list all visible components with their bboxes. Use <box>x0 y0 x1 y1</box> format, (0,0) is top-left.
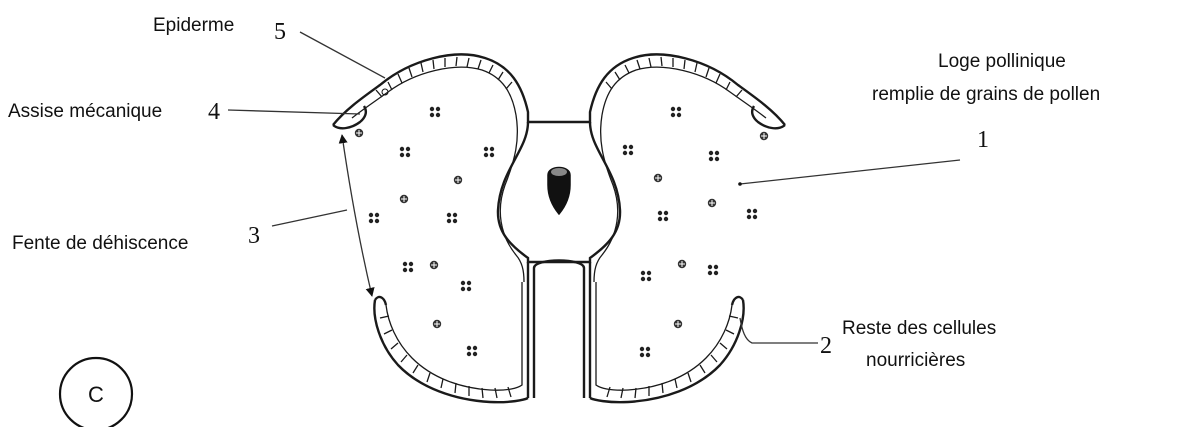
label-assise-mecanique: Assise mécanique <box>8 101 162 122</box>
label-fente-dehiscence: Fente de déhiscence <box>12 233 188 254</box>
label-loge-number: 1 <box>977 127 989 153</box>
label-reste-line1: Reste des cellules <box>842 318 996 339</box>
pollen-tetrad <box>461 281 471 291</box>
top-lobe-inner-line <box>352 67 766 118</box>
pollen-grains <box>355 107 768 357</box>
pollen-tetrad <box>640 347 650 357</box>
label-fente-number: 3 <box>248 223 260 249</box>
pollen-tetrad <box>403 262 413 272</box>
leader-assise <box>228 110 360 114</box>
pollen-grain <box>433 320 441 328</box>
panel-letter-badge: C <box>60 358 132 427</box>
anther-body <box>333 54 785 402</box>
leader-epiderme <box>300 32 385 78</box>
label-reste-line2: nourricières <box>866 350 965 371</box>
pollen-tetrad <box>430 107 440 117</box>
pollen-grain <box>400 195 408 203</box>
leader-loge <box>740 160 960 184</box>
leader-fente <box>272 210 347 226</box>
right-bottom-lip <box>732 297 743 305</box>
pollen-grain <box>760 132 768 140</box>
pollen-tetrad <box>623 145 633 155</box>
label-loge-line1: Loge pollinique <box>938 51 1066 72</box>
right-locule-wall <box>594 115 618 282</box>
label-assise-number: 4 <box>208 99 220 125</box>
central-groove <box>528 261 590 399</box>
pollen-tetrad <box>447 213 457 223</box>
pollen-grain <box>355 129 363 137</box>
panel-letter: C <box>88 382 104 407</box>
label-epiderme: Epiderme <box>153 15 234 36</box>
leader-lines <box>228 32 960 343</box>
pollen-tetrad <box>708 265 718 275</box>
pollen-tetrad <box>641 271 651 281</box>
vascular-bundle-xylem <box>551 168 567 176</box>
label-reste-number: 2 <box>820 333 832 359</box>
pollen-grain <box>430 261 438 269</box>
pollen-tetrad <box>484 147 494 157</box>
top-left-lobe-outline <box>333 54 785 125</box>
pollen-tetrad <box>747 209 757 219</box>
top-right-epidermal-cells <box>606 57 742 97</box>
pollen-tetrad <box>369 213 379 223</box>
loge-target-dot <box>738 182 742 186</box>
pollen-tetrad <box>658 211 668 221</box>
bottom-right-lobe-outline <box>590 300 744 402</box>
leader-reste <box>740 318 818 343</box>
pollen-tetrad <box>400 147 410 157</box>
label-loge-line2: remplie de grains de pollen <box>872 84 1100 105</box>
pollen-tetrad <box>709 151 719 161</box>
left-locule-wall <box>500 115 524 282</box>
pollen-tetrad <box>671 107 681 117</box>
left-bottom-lip <box>375 297 386 305</box>
label-epiderme-number: 5 <box>274 19 286 45</box>
pollen-grain <box>674 320 682 328</box>
bottom-right-epidermal-cells <box>607 316 738 398</box>
pollen-grain <box>454 176 462 184</box>
bottom-left-epidermal-cells <box>380 316 511 398</box>
pollen-grain <box>678 260 686 268</box>
top-left-epidermal-cells <box>376 57 512 97</box>
pollen-grain <box>708 199 716 207</box>
pollen-tetrad <box>467 346 477 356</box>
fente-double-arrow <box>342 135 372 296</box>
bottom-left-lobe-outline <box>374 300 528 402</box>
pollen-grain <box>654 174 662 182</box>
